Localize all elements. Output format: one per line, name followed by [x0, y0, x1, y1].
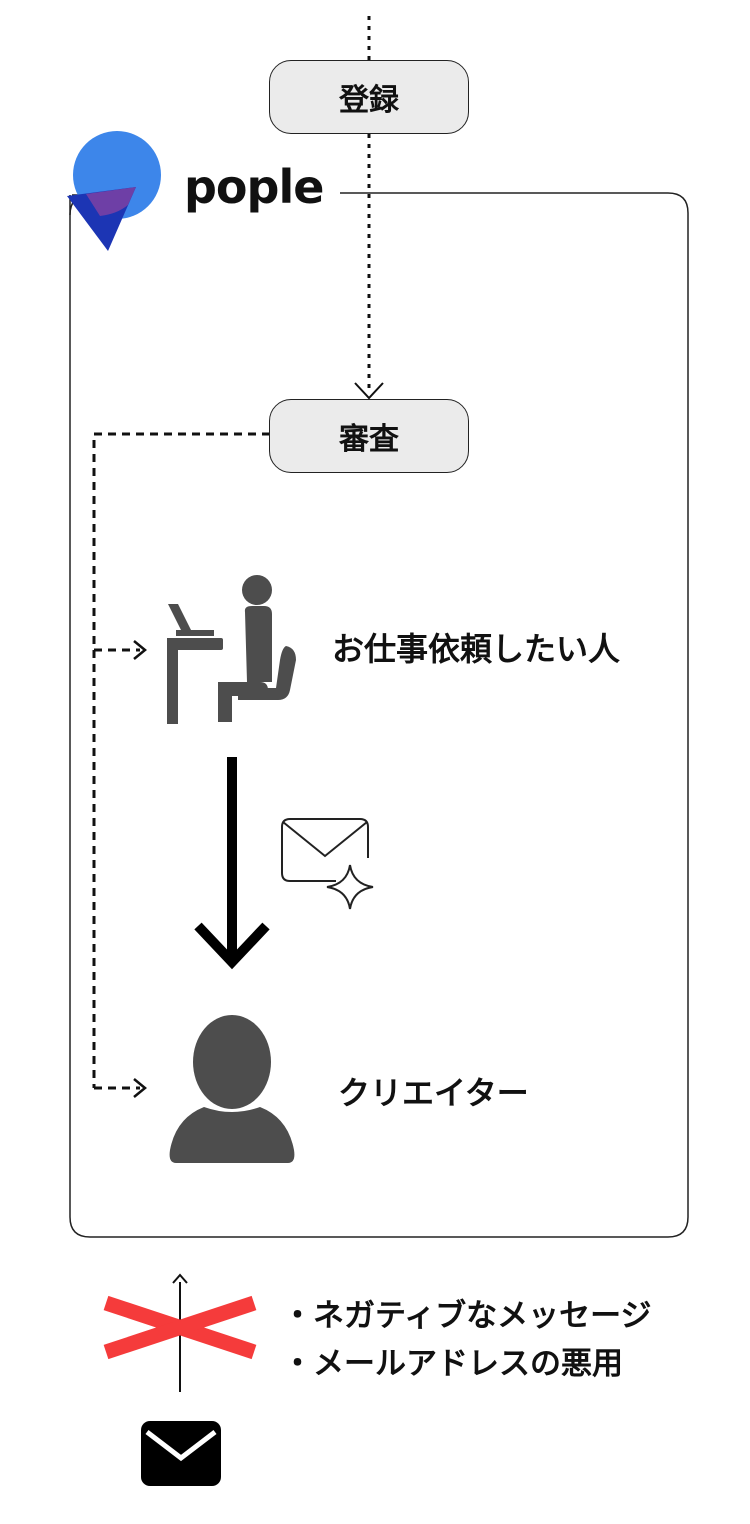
blocked-item: メールアドレスの悪用	[282, 1340, 652, 1388]
creator-label: クリエイター	[338, 1074, 529, 1112]
pople-logo-icon	[67, 131, 161, 251]
register-step-label: 登録	[339, 83, 399, 118]
blocked-item: ネガティブなメッセージ	[282, 1292, 652, 1340]
branch-to-client-arrowhead	[133, 640, 147, 660]
mail-sparkle-icon	[281, 818, 374, 910]
brand-name: pople	[182, 160, 332, 214]
review-step: 審査	[269, 399, 469, 473]
blocked-arrow-head	[172, 1273, 188, 1284]
register-to-review-arrowhead	[354, 382, 384, 400]
request-arrow-head	[194, 922, 270, 970]
review-step-label: 審査	[339, 422, 399, 457]
blocked-items-list: ネガティブなメッセージ メールアドレスの悪用	[282, 1292, 652, 1388]
person-icon	[169, 1015, 295, 1163]
client-label: お仕事依頼したい人	[332, 630, 621, 668]
envelope-icon	[141, 1421, 221, 1486]
platform-frame	[69, 192, 689, 1238]
branch-to-creator-arrowhead	[133, 1078, 147, 1098]
review-branch-line	[92, 432, 270, 1088]
person-at-desk-icon	[167, 575, 296, 724]
red-x-icon	[103, 1295, 257, 1360]
register-step: 登録	[269, 60, 469, 134]
